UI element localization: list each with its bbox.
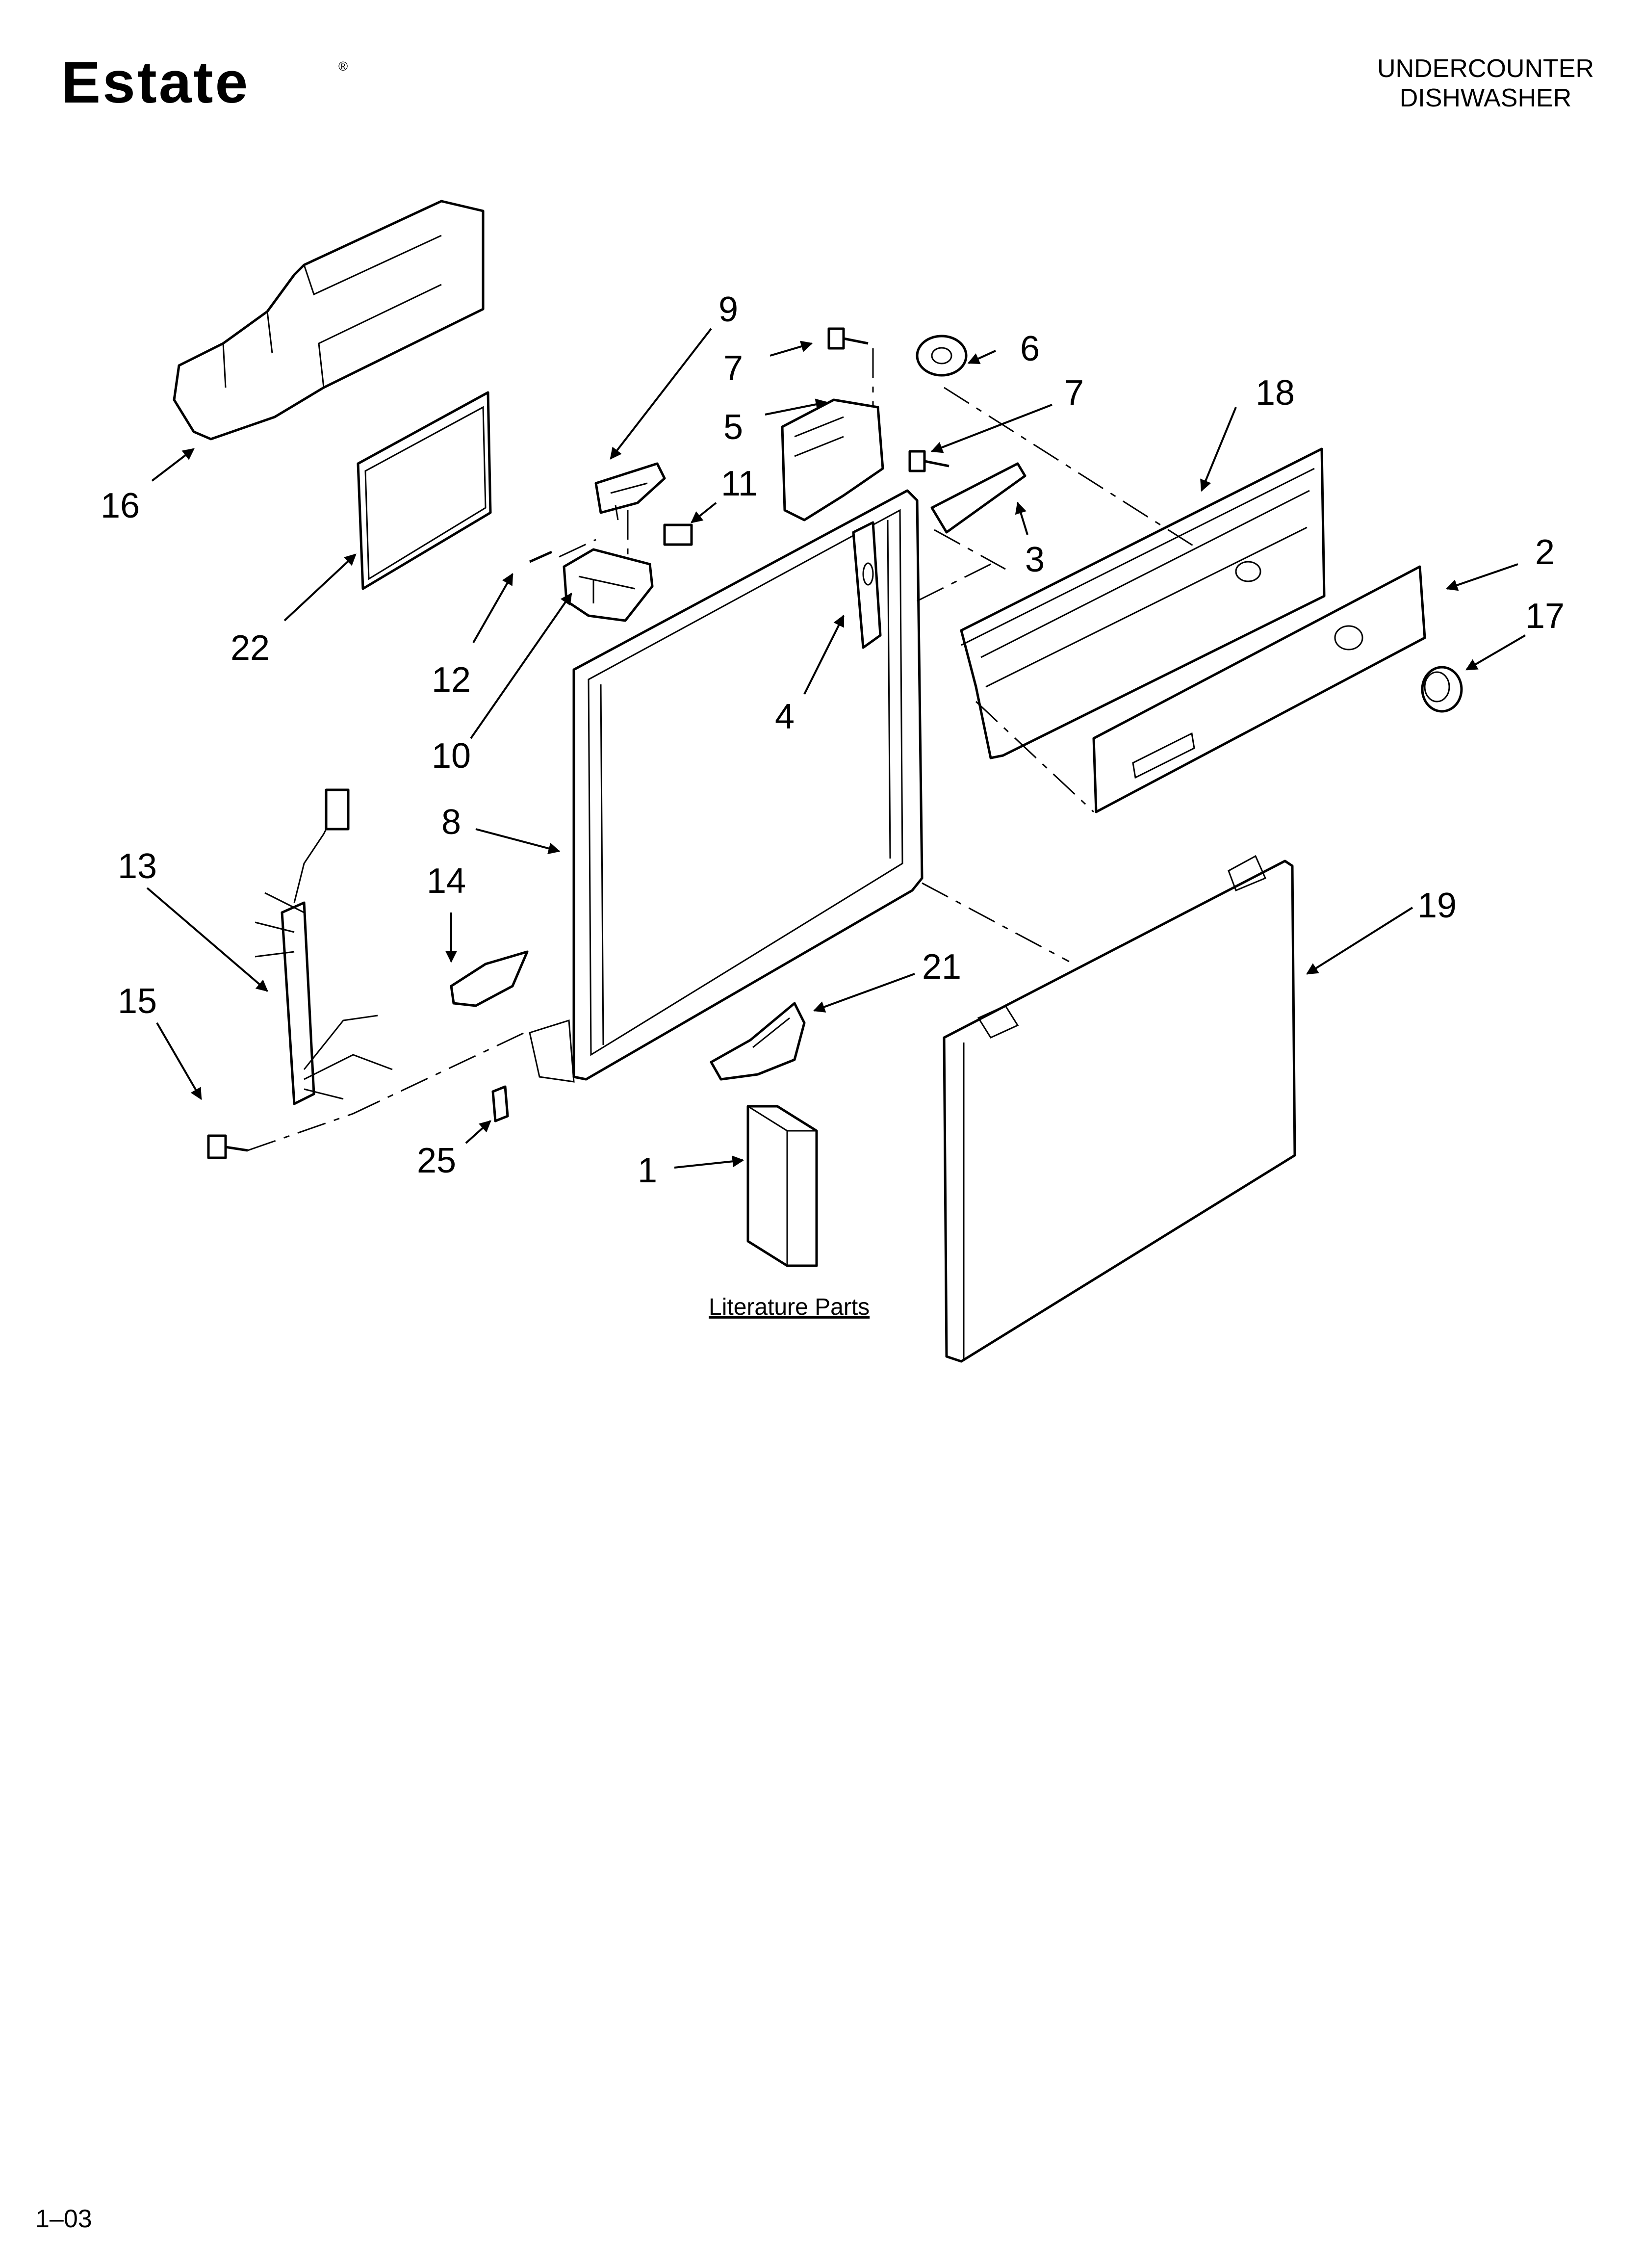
part-11-clip	[663, 523, 693, 546]
assembly-lines	[247, 348, 1200, 1151]
callout-7-upper: 7	[723, 349, 743, 388]
callout-10: 10	[432, 736, 471, 776]
callout-19: 19	[1417, 886, 1457, 925]
part-1-literature	[746, 1105, 818, 1267]
part-4-hinge	[852, 521, 882, 649]
literature-parts-label: Literature Parts	[709, 1294, 870, 1320]
part-16-console-cover	[173, 200, 485, 441]
part-13-harness	[255, 788, 393, 1105]
callout-5: 5	[723, 408, 743, 447]
callout-leaders	[146, 328, 1526, 1169]
part-9-latch	[594, 462, 666, 521]
callout-21: 21	[922, 947, 961, 987]
document-title: UNDERCOUNTER DISHWASHER	[1377, 54, 1594, 113]
part-17-knob	[1421, 666, 1463, 713]
callout-18: 18	[1256, 373, 1295, 413]
part-25-clip	[491, 1085, 509, 1122]
callout-9: 9	[718, 290, 738, 329]
callout-8: 8	[441, 803, 461, 842]
part-12-pin	[529, 550, 553, 563]
callout-15: 15	[118, 982, 157, 1021]
part-8-door-frame	[529, 489, 924, 1083]
callout-12: 12	[432, 660, 471, 700]
callout-4: 4	[775, 697, 795, 736]
part-2-overlay	[1092, 565, 1426, 813]
part-3-bracket	[930, 462, 1026, 534]
registered-mark: ®	[338, 59, 348, 74]
part-22-panel	[357, 391, 492, 590]
title-line-1: UNDERCOUNTER	[1377, 54, 1594, 83]
title-line-2: DISHWASHER	[1399, 84, 1572, 112]
part-6-cam	[916, 335, 968, 377]
callout-11: 11	[721, 464, 758, 503]
callout-7-lower: 7	[1064, 373, 1084, 413]
part-18-control-panel	[960, 447, 1326, 759]
callout-25: 25	[417, 1141, 456, 1180]
part-21-handle	[710, 1002, 806, 1081]
callout-17: 17	[1525, 597, 1565, 636]
callout-22: 22	[231, 628, 270, 668]
callout-14: 14	[427, 861, 466, 901]
callout-2: 2	[1535, 533, 1555, 572]
part-19-door-panel	[943, 855, 1296, 1363]
callout-1: 1	[638, 1151, 657, 1190]
part-7-screw-lower	[908, 450, 949, 472]
part-14-switch	[450, 950, 529, 1007]
part-5-switch	[781, 398, 884, 521]
brand-logo: Estate	[61, 50, 250, 115]
part-15-screw	[207, 1134, 248, 1159]
callout-3: 3	[1025, 540, 1045, 579]
page-code: 1–03	[35, 2205, 92, 2233]
part-10-housing	[563, 548, 654, 622]
callout-6: 6	[1020, 329, 1040, 368]
part-7-screw-upper	[827, 327, 869, 350]
callout-16: 16	[101, 486, 140, 525]
callout-13: 13	[118, 847, 157, 886]
callout-labels: 16 22 9 7 5 6 7 11 18 3 2 17 12 4 10 8 1…	[101, 290, 1565, 1320]
